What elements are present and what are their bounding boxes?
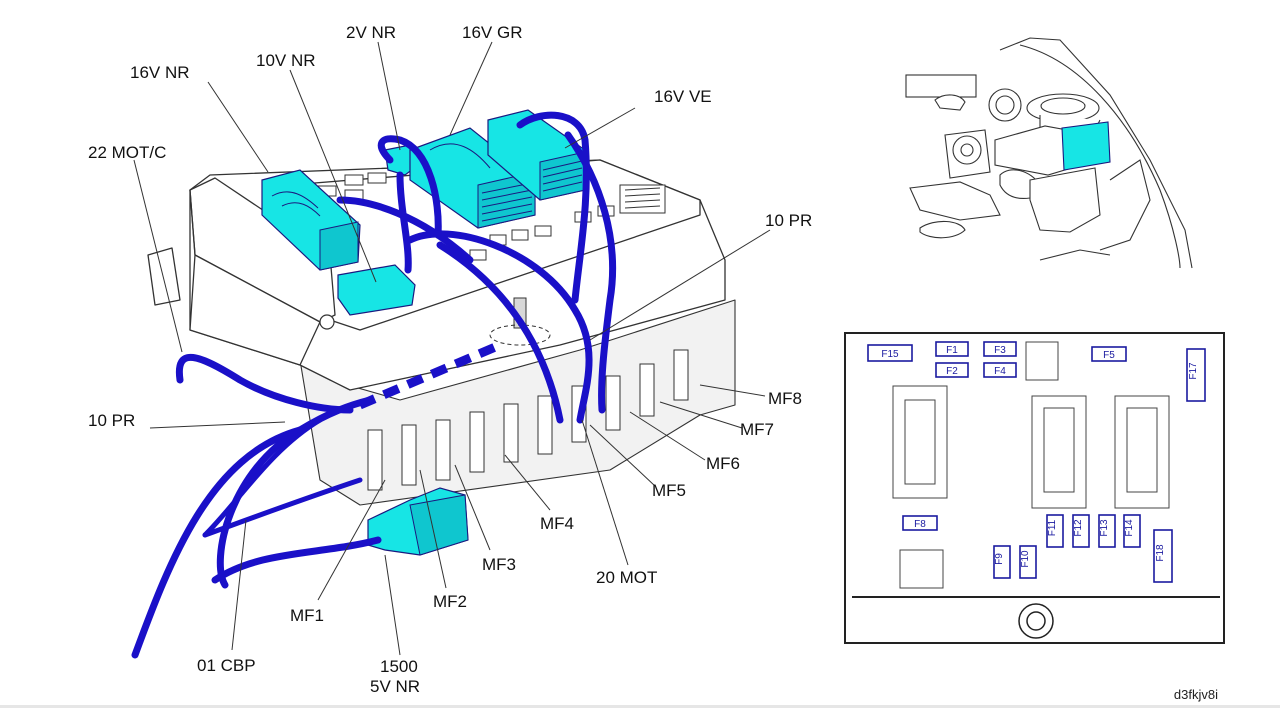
fuse-f14: F14: [1124, 519, 1135, 537]
leader-lines: [133, 41, 771, 656]
label-16v-gr: 16V GR: [462, 23, 522, 42]
label-22-mot-c: 22 MOT/C: [88, 143, 166, 162]
label-10v-nr: 10V NR: [256, 51, 316, 70]
label-mf2: MF2: [433, 592, 467, 611]
fuse-f2: F2: [946, 366, 958, 377]
diagram-code: d3fkjv8i: [1173, 687, 1218, 702]
fuse-f4: F4: [994, 366, 1006, 377]
wire-bundle: [131, 111, 617, 659]
relay-16v-ve: [487, 109, 586, 201]
label-2v-nr: 2V NR: [346, 23, 396, 42]
engine-bay-inset: [905, 37, 1193, 269]
fuse-f13: F13: [1099, 519, 1110, 537]
label-1500: 1500: [380, 657, 418, 676]
base-slots: [367, 349, 689, 491]
screw-head: [319, 314, 335, 330]
label-16v-ve: 16V VE: [654, 87, 712, 106]
label-01-cbp: 01 CBP: [197, 656, 256, 675]
label-16v-nr: 16V NR: [130, 63, 190, 82]
label-mf5: MF5: [652, 481, 686, 500]
left-connector: [147, 247, 181, 306]
label-mf7: MF7: [740, 420, 774, 439]
label-20-mot: 20 MOT: [596, 568, 657, 587]
fuse-f11: F11: [1047, 519, 1058, 536]
fuse-f5: F5: [1103, 350, 1115, 361]
fuse-f10: F10: [1020, 550, 1031, 568]
fuse-f9: F9: [994, 553, 1005, 565]
fusebox-left-side: [189, 189, 321, 366]
fuse-panel: F15 F1 F3 F2 F4 F5 F8 F17 F11 F12 F13 F1…: [844, 332, 1225, 644]
relay-square-top: [1025, 341, 1059, 381]
fusebox-illustration: [131, 109, 736, 659]
relay-16v-nr: [261, 169, 361, 271]
bottom-rule: [0, 705, 1280, 708]
relay-square-bottom: [899, 549, 944, 589]
fuse-f18: F18: [1155, 544, 1166, 562]
fuse-f3: F3: [994, 345, 1006, 356]
fuse-f17: F17: [1188, 362, 1199, 380]
label-mf1: MF1: [290, 606, 324, 625]
label-10-pr-left: 10 PR: [88, 411, 135, 430]
connector-1500: [367, 487, 469, 556]
relay-10v-nr: [337, 264, 416, 316]
fuse-f12: F12: [1073, 519, 1084, 537]
label-10-pr-right: 10 PR: [765, 211, 812, 230]
fuse-f8: F8: [914, 519, 926, 530]
label-mf6: MF6: [706, 454, 740, 473]
label-mf4: MF4: [540, 514, 574, 533]
label-5v-nr: 5V NR: [370, 677, 420, 696]
relay-grid: [317, 172, 666, 261]
label-mf8: MF8: [768, 389, 802, 408]
label-mf3: MF3: [482, 555, 516, 574]
fuse-f1: F1: [946, 345, 958, 356]
callout-labels: 16V NR 10V NR 2V NR 16V GR 16V VE 22 MOT…: [88, 23, 812, 696]
fuse-f15: F15: [881, 349, 899, 360]
